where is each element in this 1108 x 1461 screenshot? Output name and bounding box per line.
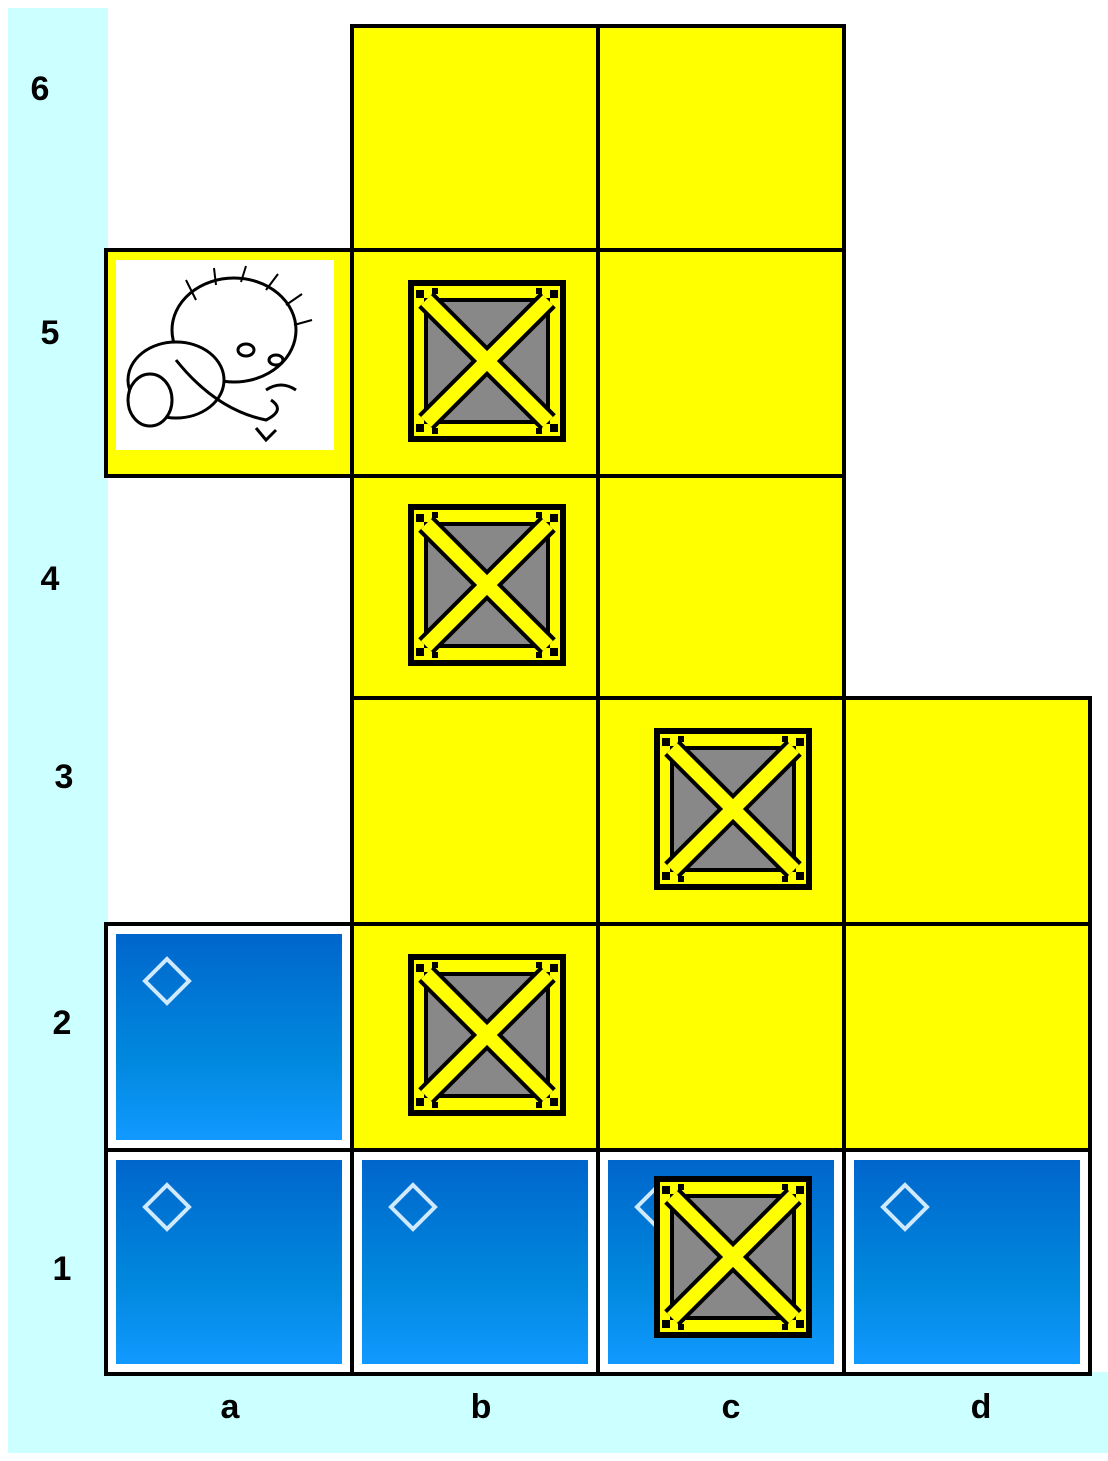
cell-c5[interactable]: [596, 248, 846, 478]
rank-label-6: 6: [10, 70, 70, 109]
player-icon[interactable]: [116, 260, 334, 450]
target-tile: [362, 1160, 588, 1364]
cell-b5[interactable]: [350, 248, 600, 478]
rank-label-2: 2: [32, 1004, 92, 1043]
rank-label-3: 3: [34, 758, 94, 797]
cell-b6[interactable]: [350, 24, 600, 252]
rank-label-5: 5: [20, 314, 80, 353]
cell-c6[interactable]: [596, 24, 846, 252]
cell-a5[interactable]: [104, 248, 354, 478]
cell-c1[interactable]: [596, 1148, 846, 1376]
cell-d2[interactable]: [842, 922, 1092, 1152]
target-diamond-icon: [142, 956, 192, 1006]
crate-icon[interactable]: [406, 278, 568, 444]
cell-c4[interactable]: [596, 474, 846, 702]
cell-b4[interactable]: [350, 474, 600, 702]
file-label-a: a: [200, 1388, 260, 1427]
target-diamond-icon: [880, 1182, 930, 1232]
file-label-d: d: [951, 1388, 1011, 1427]
file-label-b: b: [451, 1388, 511, 1427]
rank-label-1: 1: [32, 1250, 92, 1289]
cell-b3[interactable]: [350, 696, 600, 926]
crate-icon[interactable]: [652, 726, 814, 892]
rank-label-band: [8, 8, 108, 1453]
target-diamond-icon: [388, 1182, 438, 1232]
cell-a2[interactable]: [104, 922, 354, 1152]
cell-d1[interactable]: [842, 1148, 1092, 1376]
cell-a1[interactable]: [104, 1148, 354, 1376]
crate-icon[interactable]: [406, 502, 568, 668]
file-label-c: c: [701, 1388, 761, 1427]
rank-label-4: 4: [20, 560, 80, 599]
target-tile: [116, 934, 342, 1140]
cell-d3[interactable]: [842, 696, 1092, 926]
cell-c3[interactable]: [596, 696, 846, 926]
target-tile: [116, 1160, 342, 1364]
cell-b1[interactable]: [350, 1148, 600, 1376]
cell-b2[interactable]: [350, 922, 600, 1152]
crate-icon[interactable]: [652, 1174, 814, 1340]
target-diamond-icon: [142, 1182, 192, 1232]
file-label-band: [8, 1372, 1108, 1453]
target-tile: [854, 1160, 1080, 1364]
cell-c2[interactable]: [596, 922, 846, 1152]
crate-icon[interactable]: [406, 952, 568, 1118]
